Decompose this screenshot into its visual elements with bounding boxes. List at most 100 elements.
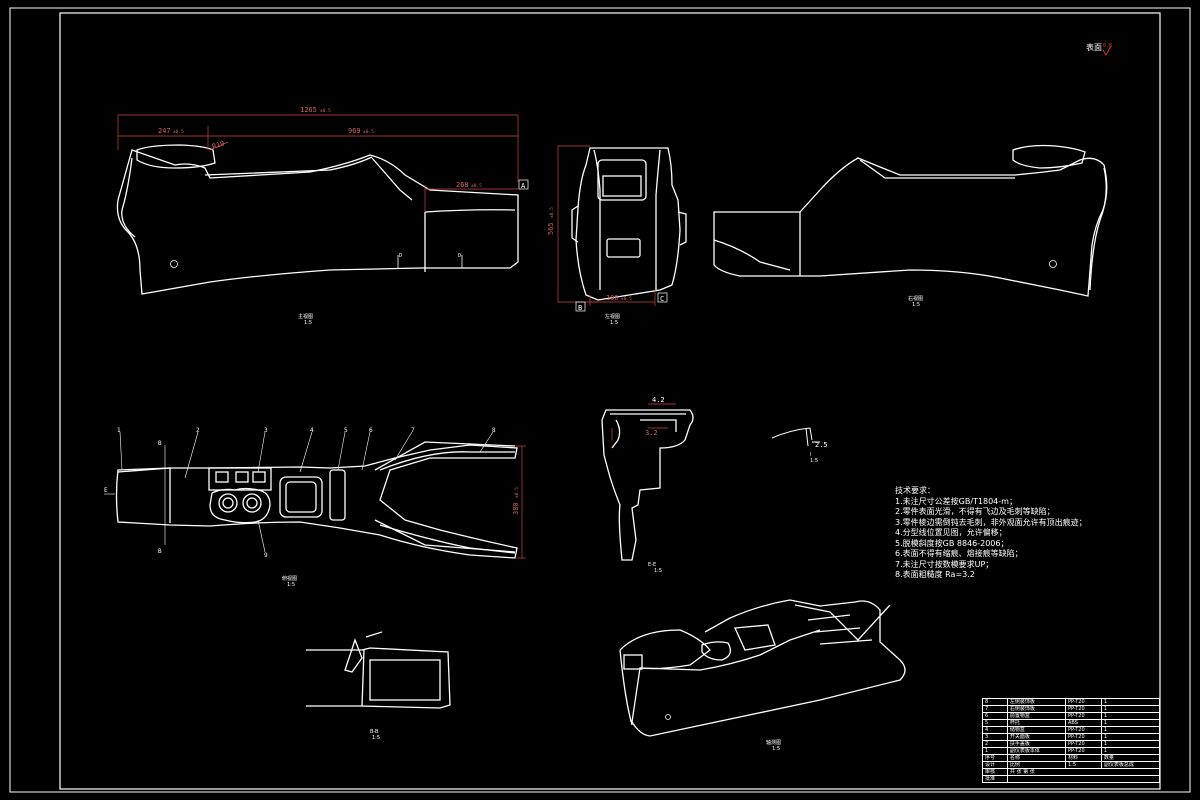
table-cell: 右侧装饰板 [1006, 705, 1066, 713]
view-scale-plan: 1:5 [287, 582, 295, 588]
view-scale-side-left: 1:5 [304, 320, 312, 326]
view-title-plan: 俯视图 [282, 575, 297, 582]
view-title-side-right: 右视图 [908, 295, 923, 302]
balloon-8: 8 [492, 427, 496, 434]
table-cell: 1 [1100, 698, 1161, 706]
table-cell: 1 [1100, 705, 1161, 713]
table-cell: ABS [1064, 719, 1102, 727]
table-cell: 8 [982, 698, 1008, 706]
surface-finish-label: 表面 [1086, 42, 1102, 52]
view-scale-front: 1:5 [610, 320, 618, 326]
note-item: 3.零件棱边需倒钝去毛刺，非外观面允许有顶出痕迹； [895, 517, 1087, 527]
side-view-left-details [170, 255, 463, 268]
table-cell: 3 [982, 733, 1008, 741]
dim-right-part-tol: ±0.5 [471, 183, 482, 189]
dim-main: 969 [348, 127, 361, 135]
dim-width-tol: ±0.5 [621, 296, 632, 302]
sheet-count: 共 张 第 张 [1006, 768, 1161, 776]
note-item: 7.未注尺寸按数模要求UP； [895, 559, 994, 569]
table-cell: 1 [1100, 726, 1161, 734]
side-view-right [713, 144, 1108, 297]
datum-a-box [518, 179, 529, 190]
plan-view-cutlines [104, 445, 166, 545]
table-header-row: 序号名称材料数量 [982, 754, 1161, 762]
note-item: 1.未注尺寸公差按GB/T1804-m； [895, 496, 1017, 506]
datum-c: C [660, 295, 664, 303]
table-cell: 前置物盒 [1006, 712, 1066, 720]
section-b-top: B [158, 440, 162, 447]
scale-label: 比例 [1006, 761, 1066, 769]
table-cell: 1 [1100, 733, 1161, 741]
view-title-iso: 轴测图 [766, 739, 781, 746]
plan-view [115, 441, 518, 559]
check-label: 审核 [982, 768, 1008, 776]
dim-height-tol: ±0.5 [549, 207, 555, 218]
table-cell: 4 [982, 726, 1008, 734]
approve-label: 批准 [982, 775, 1008, 783]
table-header-cell: 序号 [982, 754, 1008, 762]
sheet-border-inner [59, 12, 1161, 790]
datum-c-box [657, 292, 668, 303]
dim-plan-width: 380 [512, 502, 520, 515]
view-scale-detail-i: 1:5 [810, 458, 818, 464]
section-d-right: D [458, 253, 461, 259]
note-item: 5.脱模斜度按GB 8846-2006； [895, 538, 1009, 548]
table-cell: PP-T20 [1064, 726, 1102, 734]
datum-b: B [578, 304, 582, 312]
side-view-right-hole [1049, 260, 1057, 268]
note-item: 6.表面不得有缩痕、熔接痕等缺陷； [895, 549, 1023, 558]
table-cell: PP-T20 [1064, 705, 1102, 713]
dim-width: 190 [606, 294, 619, 302]
technical-requirements: 技术要求： 1.未注尺寸公差按GB/T1804-m； 2.零件表面光滑，不得有飞… [895, 486, 1087, 581]
view-scale-section-b: 1:5 [372, 735, 380, 741]
dim-detail-c: 2.5 [815, 441, 828, 449]
dimension-chain-top [117, 114, 519, 212]
view-title-side-left: 主视图 [298, 313, 313, 320]
table-cell: 1 [1100, 712, 1161, 720]
table-cell: 储物盒 [1006, 726, 1066, 734]
table-cell: 1 [982, 747, 1008, 755]
view-title-section-b: B-B [370, 729, 379, 735]
detail-view-i [771, 427, 820, 447]
view-scale-iso: 1:5 [772, 746, 780, 752]
table-cell: 1 [1100, 747, 1161, 755]
table-cell: 杯托 [1006, 719, 1066, 727]
dim-plan-width-tol: ±0.5 [514, 487, 520, 498]
front-view [571, 147, 687, 301]
table-cell: 1 [1100, 719, 1161, 727]
section-b-bottom: B [158, 548, 162, 555]
table-cell: PP-T20 [1064, 747, 1102, 755]
dim-overall: 1265 [300, 106, 317, 114]
table-header-cell: 材料 [1064, 754, 1102, 762]
section-view-b [306, 631, 451, 709]
notes-title: 技术要求： [895, 486, 935, 495]
table-row: 审核共 张 第 张 [982, 768, 1161, 776]
surface-finish-value: 0.8 [1103, 43, 1112, 49]
section-view-e-dims [611, 403, 676, 440]
dim-main-tol: ±0.5 [363, 129, 374, 135]
note-item: 4.分型线位置见图，允许偏移； [895, 528, 1007, 537]
dim-detail-a: 4.2 [652, 396, 665, 404]
view-scale-section-e: 1:5 [654, 568, 662, 574]
isometric-view-hole [665, 714, 671, 720]
note-item: 2.零件表面光滑，不得有飞边及毛刺等缺陷； [895, 507, 1055, 516]
table-cell: 6 [982, 712, 1008, 720]
dim-left-tol: ±0.5 [173, 129, 184, 135]
balloon-6: 6 [369, 427, 373, 434]
table-cell: 副仪表板本体 [1006, 747, 1066, 755]
table-cell: PP-T20 [1064, 733, 1102, 741]
balloon-5: 5 [344, 427, 348, 434]
section-e-marker: E [104, 487, 108, 494]
dim-overall-tol: ±0.5 [320, 108, 331, 114]
balloon-leaders [119, 431, 494, 553]
balloon-2: 2 [196, 427, 200, 434]
